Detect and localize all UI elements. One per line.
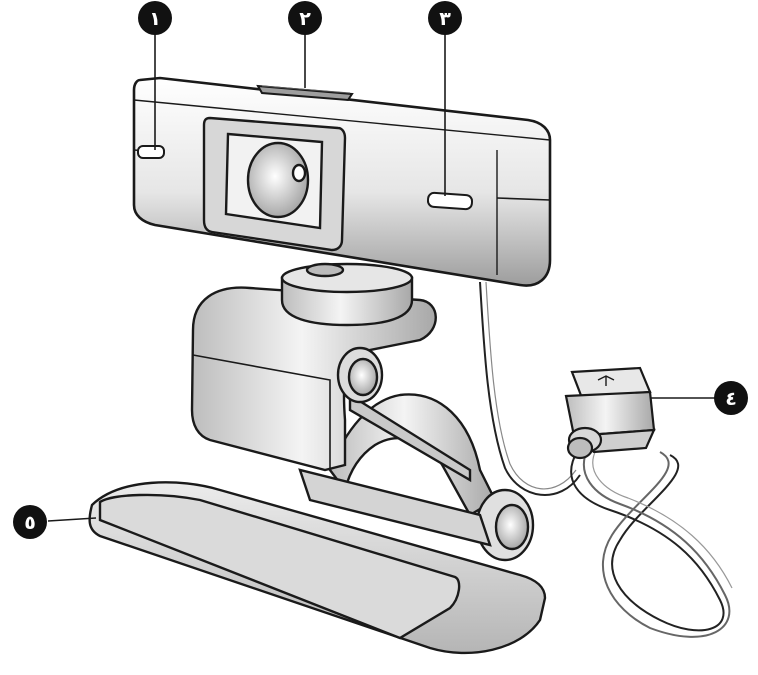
callout-badge	[428, 1, 462, 35]
callout-badge	[288, 1, 322, 35]
leader-5	[47, 517, 97, 522]
callout-5: ٥	[13, 505, 47, 539]
callout-leaders	[47, 28, 716, 522]
stand-hinge	[298, 392, 535, 562]
usb-connector	[564, 366, 656, 460]
base-stand	[88, 481, 547, 655]
lens-assembly	[202, 116, 347, 252]
callout-2: ٢	[288, 1, 322, 35]
base-pad	[98, 493, 461, 640]
callout-badge	[13, 505, 47, 539]
left-indicator-light	[137, 145, 165, 159]
cable-loop-inner	[582, 447, 731, 638]
callout-3: ٣	[428, 1, 462, 35]
usb-cable	[479, 281, 733, 638]
callout-badge	[714, 381, 748, 415]
cable-loop-outer	[570, 449, 725, 632]
callout-number: ٢	[299, 8, 311, 30]
callout-number: ١	[149, 8, 161, 30]
top-button	[256, 84, 354, 102]
callout-4: ٤	[714, 381, 748, 415]
swivel-joint	[280, 262, 414, 327]
callout-number: ٥	[24, 512, 36, 534]
right-indicator-light	[426, 191, 474, 211]
callout-1: ١	[138, 1, 172, 35]
callout-number: ٤	[725, 388, 737, 410]
clip-arm	[190, 286, 437, 472]
callout-badge	[138, 1, 172, 35]
callout-number: ٣	[439, 8, 451, 30]
